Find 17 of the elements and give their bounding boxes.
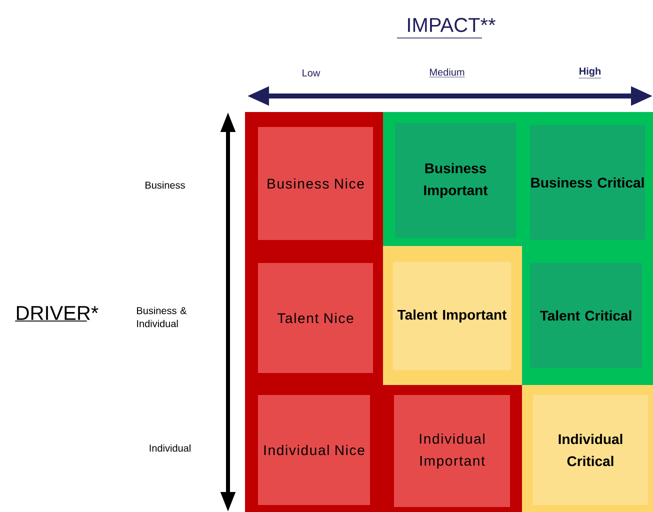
- axis-label: DRIVER*: [16, 306, 98, 320]
- axis-label: Business: [146, 181, 185, 189]
- matrix-tile: Individual Critical: [533, 395, 648, 505]
- matrix-tile: Business Important: [395, 123, 516, 238]
- axis-label: High: [578, 67, 602, 78]
- matrix-tile: Talent Nice: [258, 263, 373, 373]
- axis-label: Medium: [429, 68, 465, 78]
- matrix-tile: Business Nice: [258, 127, 373, 240]
- axis-label: Individual: [150, 444, 190, 452]
- matrix-tile: Business Critical: [530, 125, 645, 240]
- axis-title: IMPACT**: [408, 18, 496, 32]
- matrix-tile: Talent Important: [393, 262, 511, 370]
- matrix-tile: Individual Nice: [258, 395, 370, 505]
- matrix-tile: Talent Critical: [530, 263, 642, 368]
- matrix-tile: Individual Important: [394, 395, 510, 507]
- axis-label: Low: [302, 70, 320, 76]
- axis-label: Business & Individual: [137, 306, 187, 328]
